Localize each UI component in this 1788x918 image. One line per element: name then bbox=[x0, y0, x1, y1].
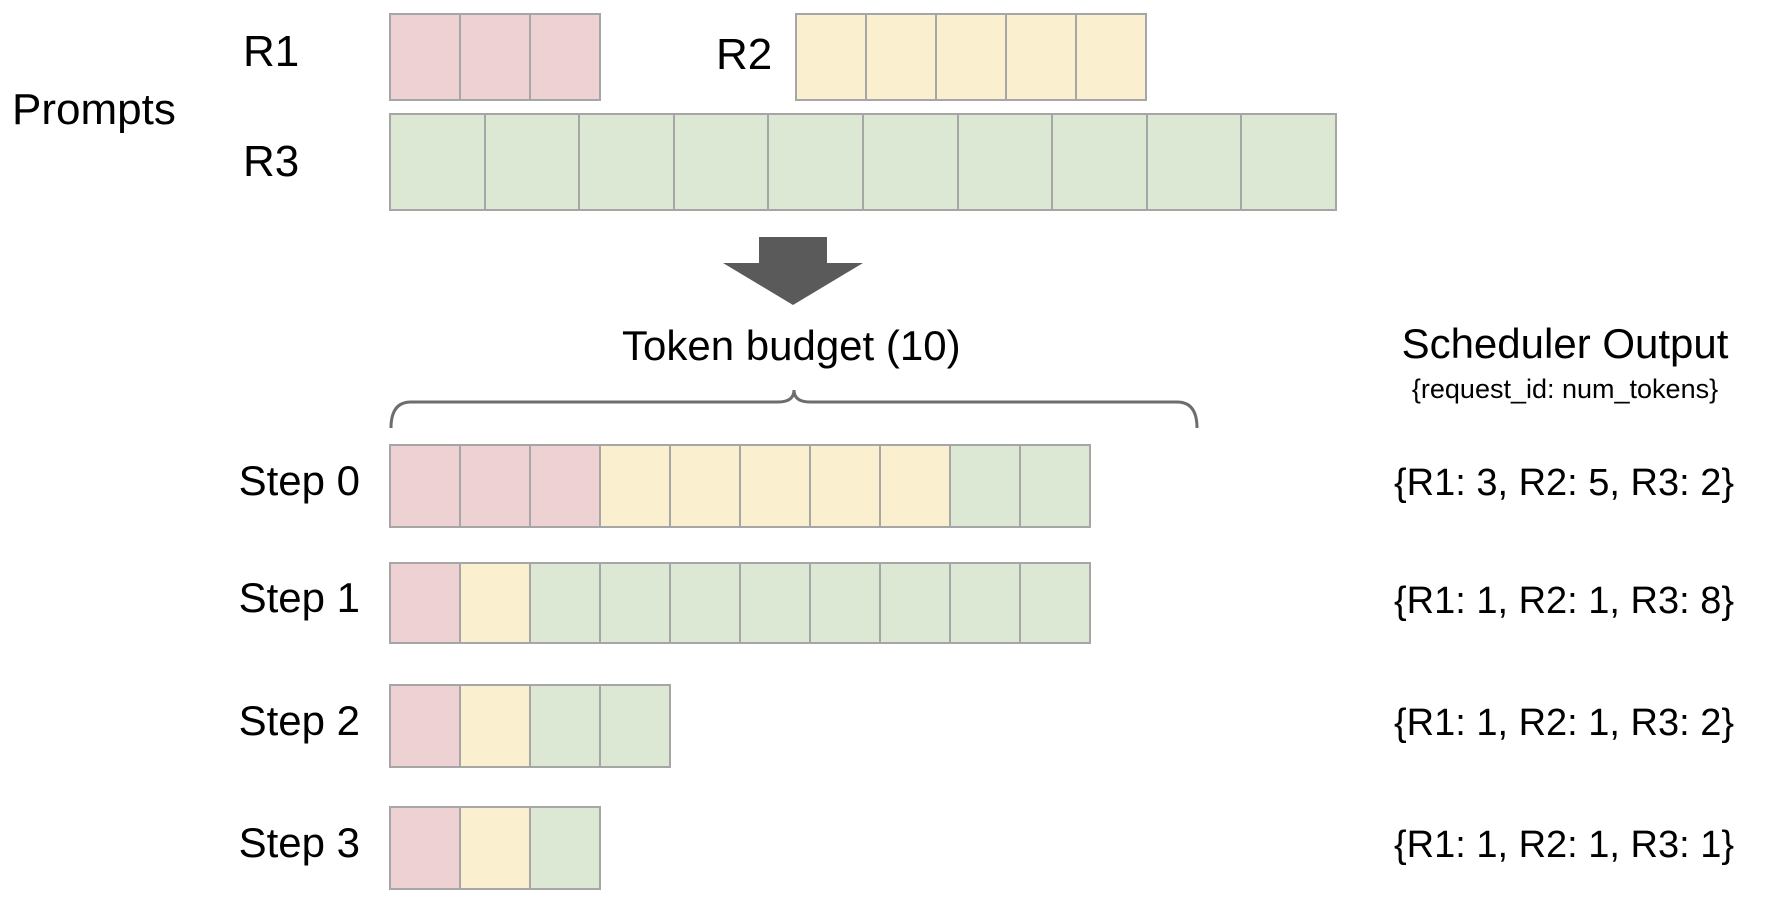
token-cell bbox=[459, 13, 531, 101]
prompt-row-r2 bbox=[795, 13, 1147, 101]
token-cell bbox=[459, 806, 531, 890]
token-cell bbox=[935, 13, 1007, 101]
step-row-1 bbox=[389, 562, 1091, 644]
scheduler-output-0: {R1: 3, R2: 5, R3: 2} bbox=[1393, 462, 1735, 504]
token-cell bbox=[767, 113, 864, 211]
token-cell bbox=[879, 444, 951, 528]
token-cell bbox=[949, 444, 1021, 528]
prompt-label-r1: R1 bbox=[243, 27, 300, 76]
token-cell bbox=[739, 562, 811, 644]
token-cell bbox=[578, 113, 675, 211]
step-label-2: Step 2 bbox=[238, 697, 360, 744]
token-cell bbox=[389, 113, 486, 211]
token-cell bbox=[599, 562, 671, 644]
token-cell bbox=[389, 806, 461, 890]
token-cell bbox=[599, 444, 671, 528]
token-cell bbox=[1240, 113, 1337, 211]
token-cell bbox=[529, 13, 601, 101]
token-cell bbox=[529, 444, 601, 528]
token-cell bbox=[669, 444, 741, 528]
token-cell bbox=[1019, 444, 1091, 528]
scheduler-output-title: Scheduler Output bbox=[1401, 320, 1729, 367]
token-cell bbox=[599, 684, 671, 768]
scheduler-output-subtitle: {request_id: num_tokens} bbox=[1411, 374, 1719, 404]
token-cell bbox=[389, 444, 461, 528]
step-row-2 bbox=[389, 684, 671, 768]
token-cell bbox=[1145, 113, 1243, 211]
token-cell bbox=[389, 13, 461, 101]
step-label-0: Step 0 bbox=[238, 457, 360, 504]
step-label-1: Step 1 bbox=[238, 574, 360, 621]
step-row-3 bbox=[389, 806, 601, 890]
token-cell bbox=[795, 13, 867, 101]
token-cell bbox=[809, 562, 881, 644]
token-budget-label: Token budget (10) bbox=[622, 322, 961, 369]
step-row-0 bbox=[389, 444, 1091, 528]
token-cell bbox=[1005, 13, 1077, 101]
token-cell bbox=[389, 684, 461, 768]
prompt-row-r1 bbox=[389, 13, 601, 101]
token-cell bbox=[879, 562, 951, 644]
token-cell bbox=[459, 444, 531, 528]
token-cell bbox=[483, 113, 581, 211]
token-cell bbox=[389, 562, 461, 644]
token-cell bbox=[459, 684, 531, 768]
token-budget-brace bbox=[389, 388, 1199, 430]
token-cell bbox=[529, 806, 601, 890]
down-arrow-icon bbox=[723, 237, 863, 305]
prompt-row-r3 bbox=[389, 113, 1337, 211]
scheduler-output-2: {R1: 1, R2: 1, R3: 2} bbox=[1393, 702, 1735, 744]
token-cell bbox=[861, 113, 959, 211]
token-cell bbox=[529, 562, 601, 644]
token-cell bbox=[739, 444, 811, 528]
prompt-label-r2: R2 bbox=[716, 30, 773, 79]
token-cell bbox=[949, 562, 1021, 644]
token-cell bbox=[459, 562, 531, 644]
token-cell bbox=[1019, 562, 1091, 644]
token-cell bbox=[865, 13, 937, 101]
step-label-3: Step 3 bbox=[238, 819, 360, 866]
token-cell bbox=[529, 684, 601, 768]
prompts-section-label: Prompts bbox=[12, 85, 176, 134]
scheduler-output-3: {R1: 1, R2: 1, R3: 1} bbox=[1393, 824, 1735, 866]
token-cell bbox=[1051, 113, 1148, 211]
token-cell bbox=[672, 113, 770, 211]
scheduler-output-1: {R1: 1, R2: 1, R3: 8} bbox=[1393, 580, 1735, 622]
token-cell bbox=[956, 113, 1054, 211]
token-cell bbox=[809, 444, 881, 528]
prompt-label-r3: R3 bbox=[243, 137, 300, 186]
token-cell bbox=[1075, 13, 1147, 101]
token-cell bbox=[669, 562, 741, 644]
